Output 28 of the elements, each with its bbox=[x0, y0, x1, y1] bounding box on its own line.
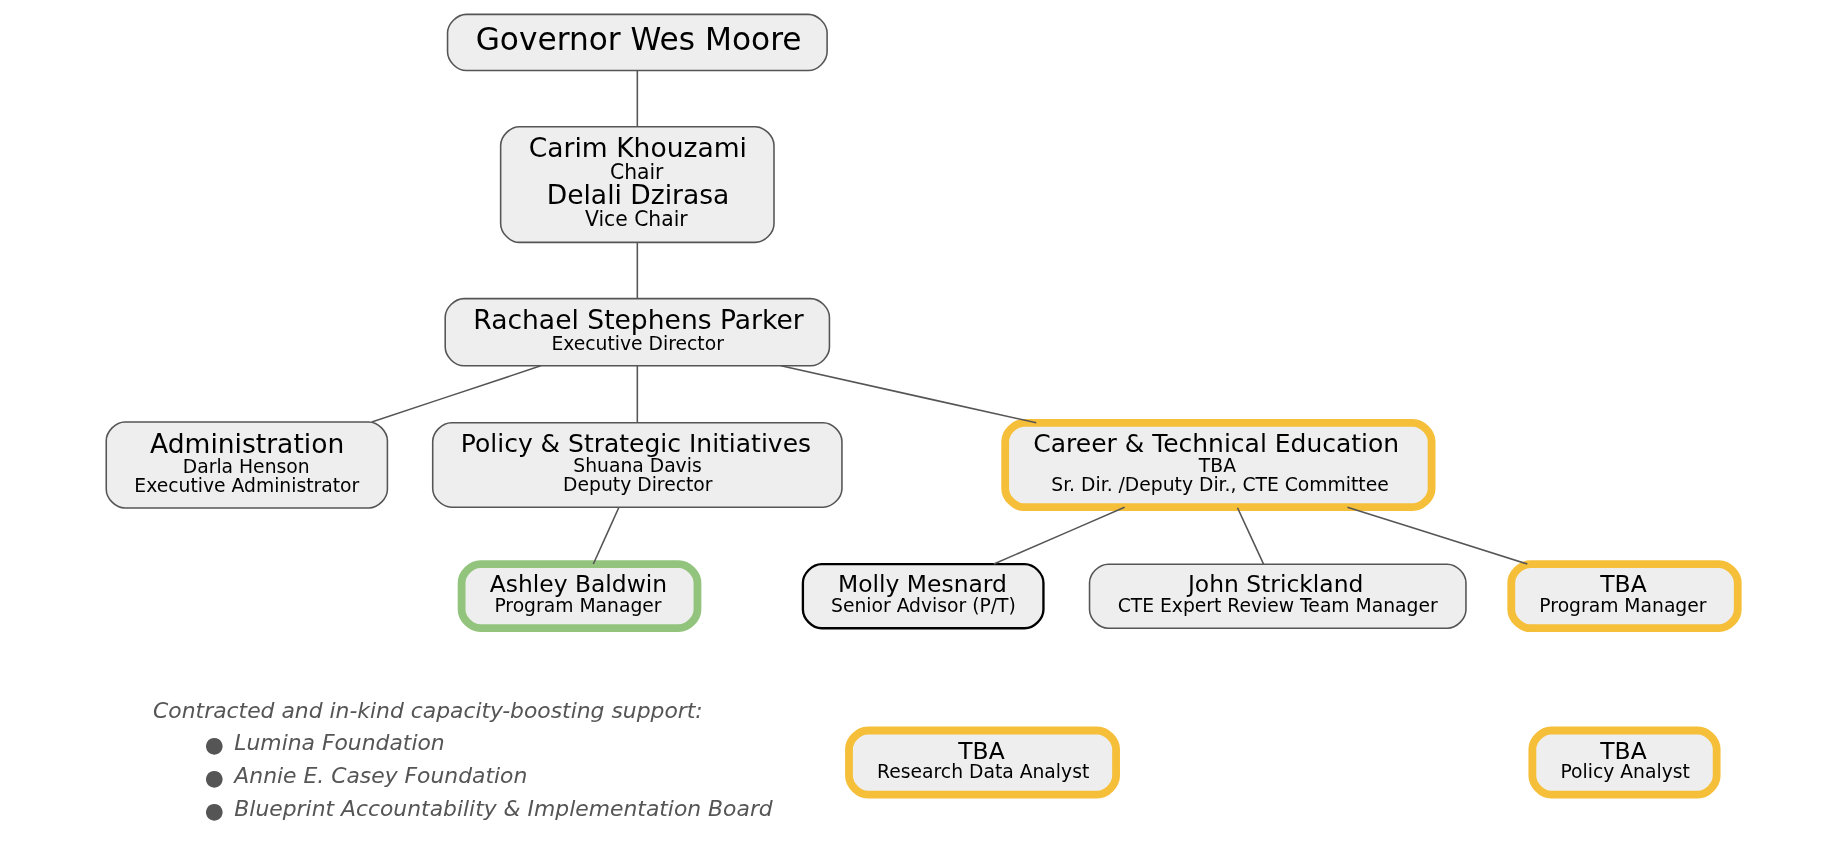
label: Blueprint Accountability & Implementation Board bbox=[233, 795, 773, 821]
node-box: TBA Research Data Analyst bbox=[844, 726, 1120, 799]
node-box: Administration Darla Henson Executive Administrator bbox=[104, 421, 388, 509]
label: Lumina Foundation bbox=[233, 730, 445, 756]
node-box: Ashley Baldwin Program Manager bbox=[457, 560, 701, 633]
connector bbox=[592, 507, 619, 565]
node-box: John Strickland CTE Expert Review Team Manager bbox=[1088, 563, 1467, 629]
node-box: TBA Policy Analyst bbox=[1527, 726, 1721, 799]
node-box: Policy & Strategic Initiatives Shuana Davis Deputy Director bbox=[431, 422, 843, 508]
connector bbox=[636, 365, 638, 424]
label: Annie E. Casey Foundation bbox=[233, 763, 527, 789]
connector bbox=[779, 365, 1037, 424]
label: ● bbox=[204, 797, 224, 823]
node-box: Carim Khouzami Chair Delali Dzirasa Vice Chair bbox=[499, 126, 775, 244]
node-box: TBA Program Manager bbox=[1506, 560, 1742, 633]
label: ● bbox=[204, 731, 224, 757]
node-box: Governor Wes Moore bbox=[446, 13, 828, 72]
connector bbox=[1236, 507, 1264, 565]
node-box: Rachael Stephens Parker Executive Director bbox=[443, 297, 830, 367]
node-box: Molly Mesnard Senior Advisor (P/T) bbox=[801, 563, 1045, 630]
connector bbox=[636, 241, 638, 300]
connector bbox=[370, 365, 542, 423]
label: Contracted and in-kind capacity-boosting support: bbox=[152, 697, 703, 723]
label: ● bbox=[204, 764, 224, 790]
connector bbox=[1346, 506, 1528, 565]
connector bbox=[992, 506, 1125, 565]
node-box: Career & Technical Education TBA Sr. Dir. /Deputy Dir., CTE Committee bbox=[1000, 418, 1435, 512]
connector bbox=[636, 70, 638, 128]
